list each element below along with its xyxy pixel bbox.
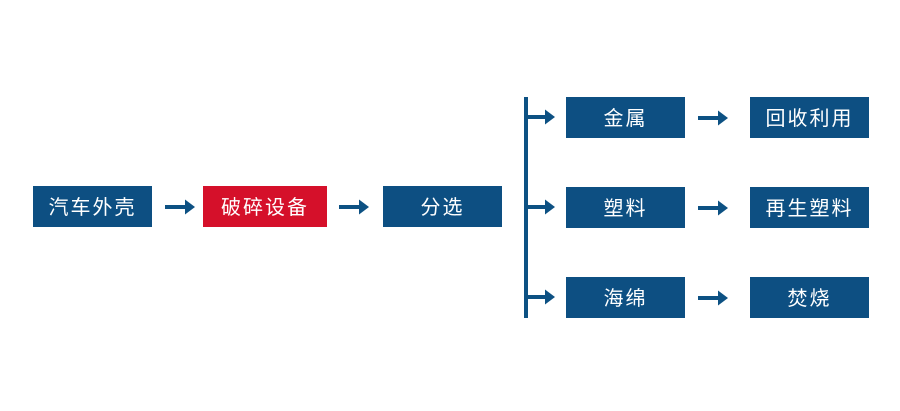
branch-arrow-right-icon-3 — [527, 287, 555, 307]
node-crusher[interactable]: 破碎设备 — [203, 186, 327, 227]
node-outcome-recycle[interactable]: 回收利用 — [750, 97, 869, 138]
arrow-right-icon-3 — [697, 103, 729, 133]
branch-arrow-right-icon-1 — [527, 107, 555, 127]
arrow-right-icon-5 — [697, 283, 729, 313]
arrow-right-icon-2 — [338, 192, 370, 222]
arrow-right-icon-4 — [697, 193, 729, 223]
node-branch-plastic[interactable]: 塑料 — [566, 187, 685, 228]
node-branch-sponge[interactable]: 海绵 — [566, 277, 685, 318]
node-outcome-incineration[interactable]: 焚烧 — [750, 277, 869, 318]
branch-arrow-right-icon-2 — [527, 197, 555, 217]
arrow-right-icon-1 — [164, 192, 196, 222]
branch-bus-line — [524, 97, 528, 318]
node-sorting[interactable]: 分选 — [383, 186, 502, 227]
node-outcome-recycled-plastic[interactable]: 再生塑料 — [750, 187, 869, 228]
node-car-shell[interactable]: 汽车外壳 — [33, 186, 152, 227]
node-branch-metal[interactable]: 金属 — [566, 97, 685, 138]
